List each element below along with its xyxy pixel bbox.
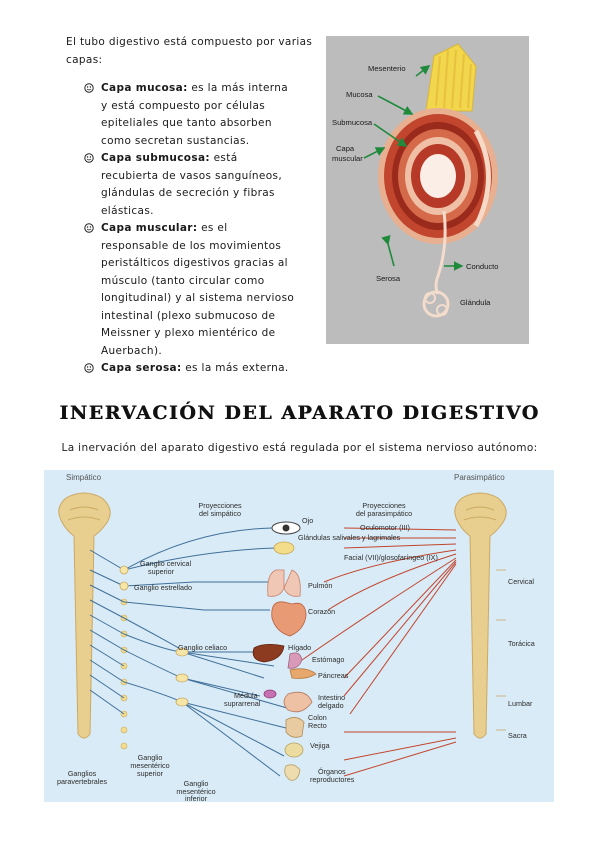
digestive-tube-figure: Mesenterio Mucosa Submucosa Capa muscula… xyxy=(326,36,529,344)
right-spinal-cord xyxy=(454,492,507,739)
layers-list: Capa mucosa: es la más interna y está co… xyxy=(84,80,296,378)
label-pulmon: Pulmón xyxy=(308,581,333,590)
mesentery-shape xyxy=(425,43,477,112)
label-estomago: Estómago xyxy=(312,655,345,664)
label-submucosa: Submucosa xyxy=(332,118,373,127)
label-ganglios-para-2: paravertebrales xyxy=(57,777,107,786)
colon-icon xyxy=(285,717,305,738)
label-facial: Facial (VII)/glosofaríngeo (IX) xyxy=(344,553,438,562)
label-gmi-1: Ganglio xyxy=(183,779,209,788)
heart-icon xyxy=(271,601,307,637)
label-proy-simpatico-2: del simpático xyxy=(199,509,241,518)
intestine-icon xyxy=(283,691,313,713)
label-gms-1: Ganglio xyxy=(137,753,163,762)
stomach-icon xyxy=(287,652,303,669)
tube-illustration xyxy=(363,43,498,318)
layer-term: Capa muscular: xyxy=(101,222,198,234)
label-serosa: Serosa xyxy=(376,274,401,283)
label-gms-3: superior xyxy=(137,769,163,778)
label-ganglios-para-1: Ganglios xyxy=(67,769,97,778)
intro-paragraph: El tubo digestivo está compuesto por var… xyxy=(66,34,316,69)
parasympathetic-nerves xyxy=(301,527,457,777)
sympathetic-chain xyxy=(120,566,128,750)
label-ganglio-estrellado: Ganglio estrellado xyxy=(134,583,192,592)
layer-description: es la más externa. xyxy=(181,362,289,374)
eye-icon xyxy=(271,521,301,535)
section-subtitle: La inervación del aparato digestivo está… xyxy=(61,442,538,454)
label-intestino-1: Intestino xyxy=(318,693,346,702)
label-lumbar: Lumbar xyxy=(508,699,533,708)
label-organos-1: Órganos xyxy=(318,767,346,776)
label-mesenterio: Mesenterio xyxy=(368,64,406,73)
organs xyxy=(252,521,317,781)
label-intestino-2: delgado xyxy=(318,701,344,710)
label-gmi-2: mesentérico xyxy=(176,787,216,796)
pancreas-icon xyxy=(289,668,317,679)
ganglia xyxy=(119,565,189,707)
layer-term: Capa submucosa: xyxy=(101,152,210,164)
label-higado: Hígado xyxy=(288,643,312,652)
list-item: Capa serosa: es la más externa. xyxy=(84,360,296,378)
layer-term: Capa serosa: xyxy=(101,362,182,374)
label-gms-2: mesentérico xyxy=(130,761,170,770)
bladder-icon xyxy=(284,742,304,758)
adrenal-icon xyxy=(263,689,277,699)
label-conducto: Conducto xyxy=(466,262,499,271)
layer-description: es la más interna y está compuesto por c… xyxy=(101,82,289,147)
label-ojo: Ojo xyxy=(302,516,314,525)
label-cervical: Cervical xyxy=(508,577,534,586)
bullet-icon xyxy=(84,153,94,163)
label-toracica: Torácica xyxy=(508,639,535,648)
label-simpatico: Simpático xyxy=(66,473,102,482)
bullet-icon xyxy=(84,83,94,93)
liver-icon xyxy=(252,644,285,663)
reproductive-icon xyxy=(284,764,301,781)
layer-description: es el responsable de los movimientos per… xyxy=(101,222,295,357)
intro-line-2: capas: xyxy=(66,53,103,66)
intro-line-1: El tubo digestivo está compuesto por var… xyxy=(66,36,313,48)
label-proy-parasimpatico-2: del parasimpático xyxy=(355,509,413,518)
label-mucosa: Mucosa xyxy=(346,90,373,99)
layer-description: está recubierta de vasos sanguíneos, glá… xyxy=(101,152,283,217)
label-pancreas: Páncreas xyxy=(318,671,349,680)
label-medula-1: Médula xyxy=(234,691,258,700)
label-sacra: Sacra xyxy=(508,731,527,740)
left-spinal-cord xyxy=(58,492,111,739)
list-item: Capa muscular: es el responsable de los … xyxy=(84,220,296,360)
label-glandula: Glándula xyxy=(460,298,491,307)
nerve-illustration xyxy=(58,492,507,781)
label-ganglio-cervical-1: Ganglio cervical xyxy=(140,559,192,568)
label-colon-1: Colon xyxy=(308,713,327,722)
arrow-group xyxy=(363,65,464,271)
label-organos-2: reproductores xyxy=(310,775,355,784)
label-oculomotor: Oculomotor (III) xyxy=(360,523,410,532)
label-muscular: muscular xyxy=(332,154,363,163)
salivary-glands-icon xyxy=(273,541,295,555)
label-ganglio-cervical-2: superior xyxy=(148,567,174,576)
label-proy-parasimpatico-1: Proyecciones xyxy=(362,501,406,510)
region-markers xyxy=(496,569,506,731)
label-gmi-3: inferior xyxy=(185,794,207,803)
label-colon-2: Recto xyxy=(308,721,327,730)
label-medula-2: suprarrenal xyxy=(224,699,261,708)
label-corazon: Corazón xyxy=(308,607,336,616)
label-ganglio-celiaco: Ganglio celiaco xyxy=(178,643,228,652)
bullet-icon xyxy=(84,223,94,233)
label-parasimpatico: Parasimpático xyxy=(454,473,505,482)
section-title: INERVACIÓN DEL APARATO DIGESTIVO xyxy=(59,402,540,424)
bullet-icon xyxy=(84,363,94,373)
label-vejiga: Vejiga xyxy=(310,741,330,750)
tube-cross-section xyxy=(378,108,498,244)
list-item: Capa mucosa: es la más interna y está co… xyxy=(84,80,296,150)
autonomic-nervous-figure: Simpático Parasimpático Proyecciones del… xyxy=(44,470,554,802)
label-capa: Capa xyxy=(336,144,355,153)
list-item: Capa submucosa: está recubierta de vasos… xyxy=(84,150,296,220)
label-glandulas-salivales: Glándulas salivales y lagrimales xyxy=(298,533,401,542)
lung-icon xyxy=(267,569,301,597)
label-proy-simpatico-1: Proyecciones xyxy=(198,501,242,510)
layer-term: Capa mucosa: xyxy=(101,82,188,94)
gland-shape xyxy=(422,210,450,318)
